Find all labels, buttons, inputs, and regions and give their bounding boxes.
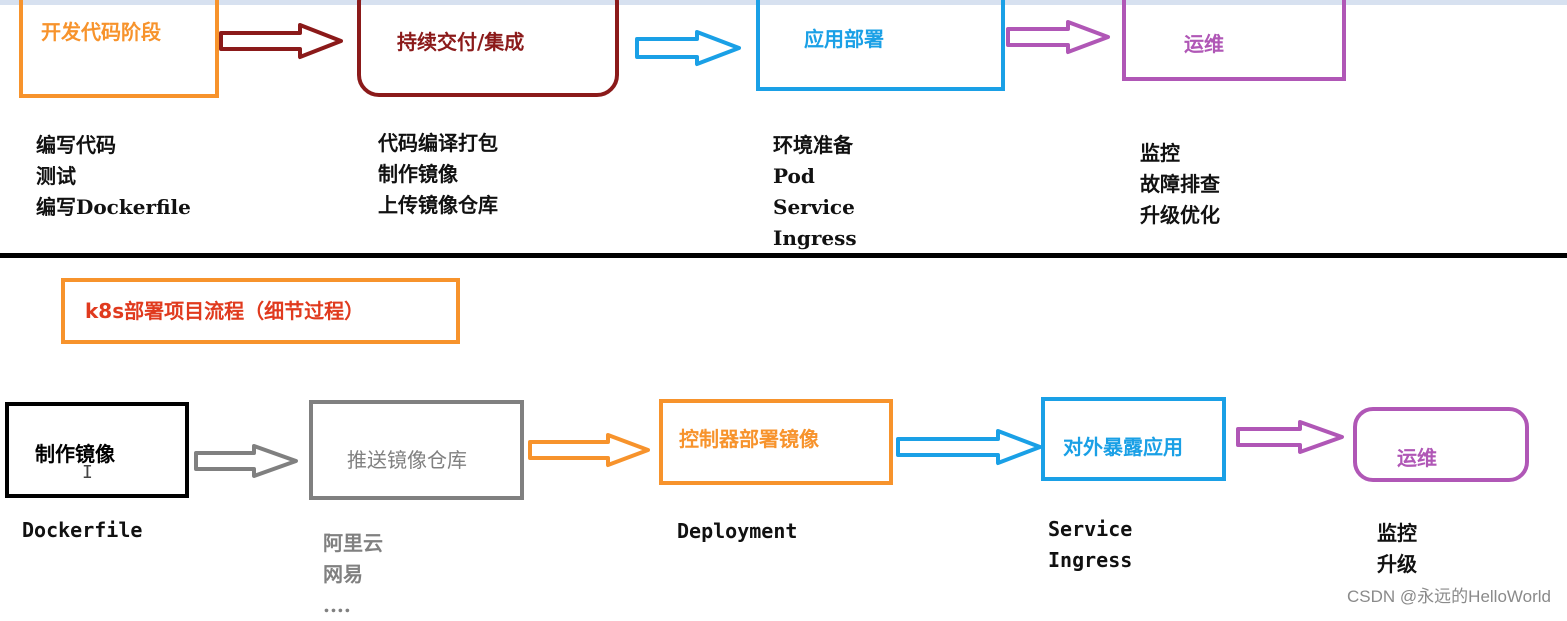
- arrow-right-icon: [635, 30, 741, 66]
- stage-box-build-image: 制作镜像: [5, 402, 189, 498]
- stage-notes-expose-app: Service Ingress: [1048, 514, 1132, 576]
- stage-box-ci-cd: 持续交付/集成: [357, 0, 619, 97]
- note-item: 网易: [323, 562, 363, 586]
- stage-label-ops-bottom: 运维: [1397, 446, 1437, 470]
- note-item: 阿里云: [323, 531, 383, 555]
- section-title: k8s部署项目流程（细节过程）: [85, 299, 365, 323]
- stage-label-dev-code: 开发代码阶段: [41, 20, 161, 44]
- note-item: 代码编译打包: [378, 131, 498, 155]
- note-item: 制作镜像: [378, 162, 458, 186]
- note-item: ....: [323, 593, 351, 617]
- note-item: 上传镜像仓库: [378, 193, 498, 217]
- note-item: Service: [773, 195, 855, 219]
- stage-box-expose-app: 对外暴露应用: [1041, 397, 1226, 481]
- stage-label-ci-cd: 持续交付/集成: [397, 30, 525, 54]
- arrow-right-icon: [896, 429, 1042, 465]
- note-item: 环境准备: [773, 133, 853, 157]
- window-top-border: [0, 0, 1567, 5]
- section-divider: [0, 253, 1567, 258]
- stage-notes-build-image: Dockerfile: [22, 515, 142, 546]
- stage-box-controller-deploy: 控制器部署镜像: [659, 399, 893, 485]
- note-item: 监控: [1377, 521, 1417, 545]
- note-item: 编写Dockerfile: [36, 195, 191, 219]
- note-item: Deployment: [677, 519, 798, 543]
- stage-box-dev-code: 开发代码阶段: [19, 0, 219, 98]
- note-item: 编写代码: [36, 133, 116, 157]
- stage-notes-ci-cd: 代码编译打包 制作镜像 上传镜像仓库: [378, 128, 498, 221]
- stage-notes-ops: 监控 故障排查 升级优化: [1140, 138, 1220, 231]
- stage-label-ops: 运维: [1184, 32, 1224, 56]
- note-item: 监控: [1140, 141, 1180, 165]
- stage-label-expose-app: 对外暴露应用: [1063, 435, 1183, 459]
- stage-notes-app-deploy: 环境准备 Pod Service Ingress: [773, 130, 857, 254]
- stage-label-controller-deploy: 控制器部署镜像: [679, 427, 819, 451]
- arrow-right-icon: [528, 433, 650, 467]
- stage-notes-push-registry: 阿里云 网易 ....: [323, 528, 383, 621]
- section-title-box: k8s部署项目流程（细节过程）: [61, 278, 460, 344]
- arrow-right-icon: [1236, 420, 1344, 454]
- note-item: 故障排查: [1140, 172, 1220, 196]
- stage-box-app-deploy: 应用部署: [756, 0, 1005, 91]
- stage-notes-ops-bottom: 监控 升级: [1377, 518, 1417, 580]
- note-item: Dockerfile: [22, 518, 143, 542]
- arrow-right-icon: [194, 444, 298, 478]
- watermark: CSDN @永远的HelloWorld: [1347, 587, 1551, 606]
- stage-box-ops-bottom: 运维: [1353, 407, 1529, 482]
- note-item: Ingress: [773, 226, 857, 250]
- stage-label-build-image: 制作镜像: [35, 442, 115, 466]
- stage-label-app-deploy: 应用部署: [804, 27, 884, 51]
- note-item: Service: [1048, 517, 1133, 541]
- stage-box-push-registry: 推送镜像仓库: [309, 400, 524, 500]
- stage-label-push-registry: 推送镜像仓库: [347, 448, 467, 472]
- note-item: 升级: [1377, 552, 1417, 576]
- arrow-right-icon: [1006, 20, 1110, 54]
- stage-notes-controller-deploy: Deployment: [677, 516, 797, 547]
- note-item: Pod: [773, 164, 815, 188]
- text-cursor-icon: I: [82, 462, 93, 483]
- note-item: Ingress: [1048, 548, 1133, 572]
- arrow-right-icon: [219, 23, 343, 59]
- note-item: 升级优化: [1140, 203, 1220, 227]
- stage-notes-dev-code: 编写代码 测试 编写Dockerfile: [36, 130, 191, 223]
- stage-box-ops: 运维: [1122, 0, 1346, 81]
- note-item: 测试: [36, 164, 76, 188]
